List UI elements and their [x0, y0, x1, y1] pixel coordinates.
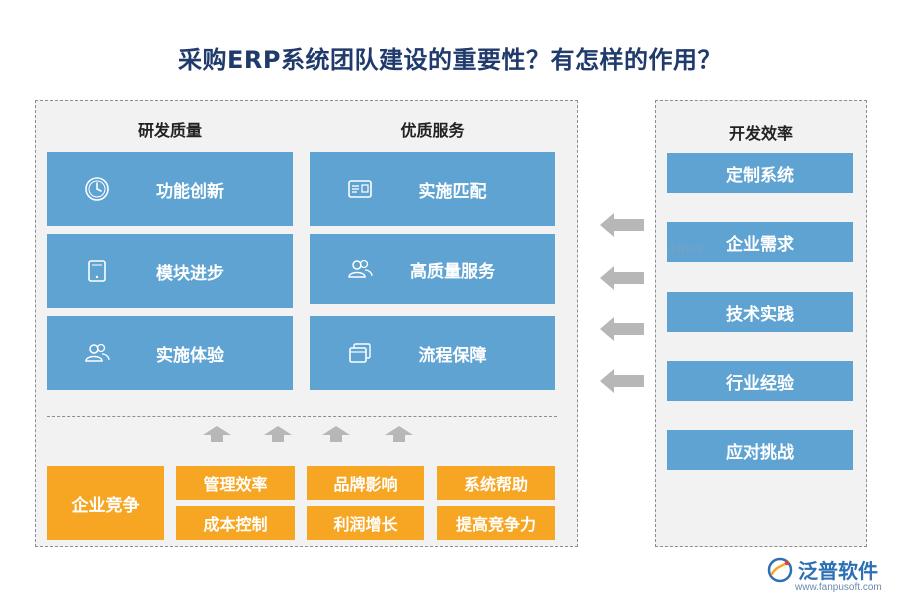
card-mid-2-label: 高质量服务: [410, 261, 495, 282]
clock-icon: [85, 177, 109, 201]
right-card-3: 技术实践: [667, 292, 853, 332]
card-mid-3-label: 流程保障: [418, 345, 487, 366]
watermark: 泛普软件: [667, 246, 704, 256]
left-arrow-icon: [600, 266, 644, 290]
right-card-2: 企业需求: [667, 222, 853, 262]
card-left-1: 功能创新: [47, 152, 293, 226]
mid-column-heading: 优质服务: [400, 121, 465, 140]
page-title: 采购ERP系统团队建设的重要性？有怎样的作用？: [178, 46, 722, 74]
card-left-2-label: 模块进步: [156, 263, 224, 284]
dashed-separator: [47, 416, 557, 417]
users-icon: [85, 343, 110, 362]
bottom-item-6: 提高竞争力: [437, 506, 555, 540]
enterprise-competition-box: 企业竞争: [47, 466, 164, 540]
up-arrow-icon: [322, 426, 350, 442]
up-arrow-icon: [264, 426, 292, 442]
brand-name: 泛普软件: [798, 559, 878, 583]
card-mid-1: 实施匹配: [310, 152, 555, 226]
up-arrow-icon: [203, 426, 231, 442]
users-icon: [348, 259, 373, 278]
left-arrow-icon: [600, 369, 644, 393]
up-arrow-icon: [385, 426, 413, 442]
card-mid-1-label: 实施匹配: [418, 181, 487, 202]
right-card-4: 行业经验: [667, 361, 853, 401]
bottom-item-2: 品牌影响: [307, 466, 424, 500]
card-left-3-label: 实施体验: [156, 345, 224, 366]
bottom-item-1: 管理效率: [176, 466, 295, 500]
card-mid-3: 流程保障: [310, 316, 555, 390]
bottom-item-3: 系统帮助: [437, 466, 555, 500]
brand-mark-icon: [767, 557, 793, 582]
card-left-2: 模块进步: [47, 234, 293, 308]
brand-logo: 泛普软件: [766, 555, 878, 584]
left-arrow-icon: [600, 213, 644, 237]
bottom-item-5: 利润增长: [307, 506, 424, 540]
right-column-heading: 开发效率: [728, 124, 793, 143]
right-card-5: 应对挑战: [667, 430, 853, 470]
left-arrow-icon: [600, 317, 644, 341]
brand-url: www.fanpusoft.com: [795, 582, 882, 593]
windows-icon: [349, 343, 371, 363]
left-column-heading: 研发质量: [137, 121, 202, 140]
card-left-1-label: 功能创新: [156, 181, 224, 202]
bottom-item-4: 成本控制: [176, 506, 295, 540]
card-mid-2: 高质量服务: [310, 234, 555, 304]
card-left-3: 实施体验: [47, 316, 293, 390]
tablet-icon: [88, 260, 106, 282]
right-card-1: 定制系统: [667, 153, 853, 193]
id-card-icon: [348, 180, 372, 198]
